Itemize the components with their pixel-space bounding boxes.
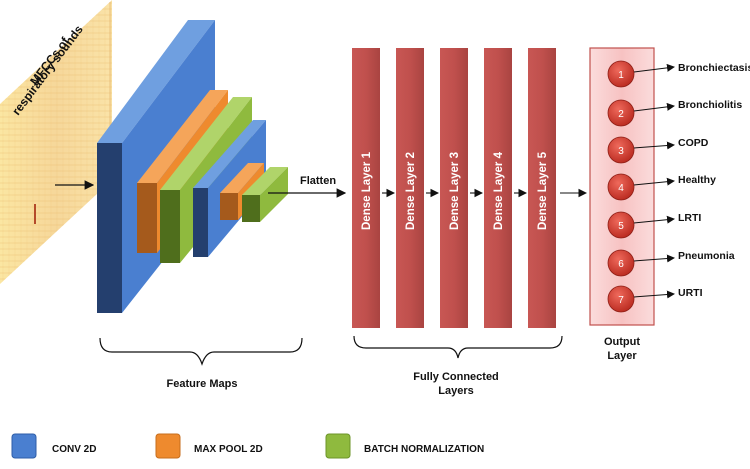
legend-label-maxpool: MAX POOL 2D (194, 444, 263, 455)
output-node-4-number: 4 (618, 183, 624, 194)
legend: CONV 2D MAX POOL 2D BATCH NORMALIZATION (11, 433, 484, 459)
flatten-label: Flatten (300, 175, 336, 187)
fully-connected-label-line2: Layers (438, 385, 473, 397)
dense-layer-5-label: Dense Layer 5 (537, 151, 549, 230)
output-node-2: 2 Bronchiolitis (607, 99, 742, 127)
legend-swatch-batchnorm (325, 433, 351, 459)
output-node-5-number: 5 (618, 221, 624, 232)
output-node-2-number: 2 (618, 109, 624, 120)
output-class-6: Pneumonia (678, 250, 735, 262)
output-layer-label-line1: Output (604, 336, 640, 348)
dense-layer-2-label: Dense Layer 2 (405, 152, 417, 230)
dense-layer-5 (528, 48, 556, 328)
output-node-7-number: 7 (618, 295, 624, 306)
dense-layer-2 (396, 48, 424, 328)
feature-maps-brace (99, 337, 303, 366)
output-node-1-number: 1 (618, 70, 624, 81)
output-class-3: COPD (678, 137, 709, 149)
output-class-1: Bronchiectasis (678, 62, 750, 74)
legend-swatch-maxpool (155, 433, 181, 459)
output-node-1: 1 Bronchiectasis (607, 60, 750, 88)
dense-layer-4-label: Dense Layer 4 (493, 151, 505, 230)
dense-layer-1-label: Dense Layer 1 (361, 151, 373, 230)
output-node-4: 4 Healthy (607, 173, 716, 201)
output-node-6-number: 6 (618, 259, 624, 270)
dense-layer-3 (440, 48, 468, 328)
output-node-7: 7 URTI (607, 285, 703, 313)
dense-layer-4 (484, 48, 512, 328)
fully-connected-brace (353, 335, 563, 359)
legend-swatch-conv (11, 433, 37, 459)
output-class-4: Healthy (678, 174, 716, 186)
output-class-7: URTI (678, 287, 703, 299)
output-node-5: 5 LRTI (607, 211, 701, 239)
output-node-3: 3 COPD (607, 136, 709, 164)
dense-layers (352, 48, 556, 328)
batchnorm-block-2 (242, 167, 288, 222)
output-class-5: LRTI (678, 212, 701, 224)
fully-connected-label-line1: Fully Connected (413, 371, 499, 383)
dense-layer-1 (352, 48, 380, 328)
feature-maps-label: Feature Maps (167, 378, 238, 390)
output-node-6: 6 Pneumonia (607, 249, 735, 277)
output-class-2: Bronchiolitis (678, 99, 742, 111)
output-node-3-number: 3 (618, 146, 624, 157)
output-layer-label-line2: Layer (607, 350, 637, 362)
legend-label-conv: CONV 2D (52, 444, 96, 455)
dense-layer-3-label: Dense Layer 3 (449, 152, 461, 230)
legend-label-batchnorm: BATCH NORMALIZATION (364, 444, 484, 455)
